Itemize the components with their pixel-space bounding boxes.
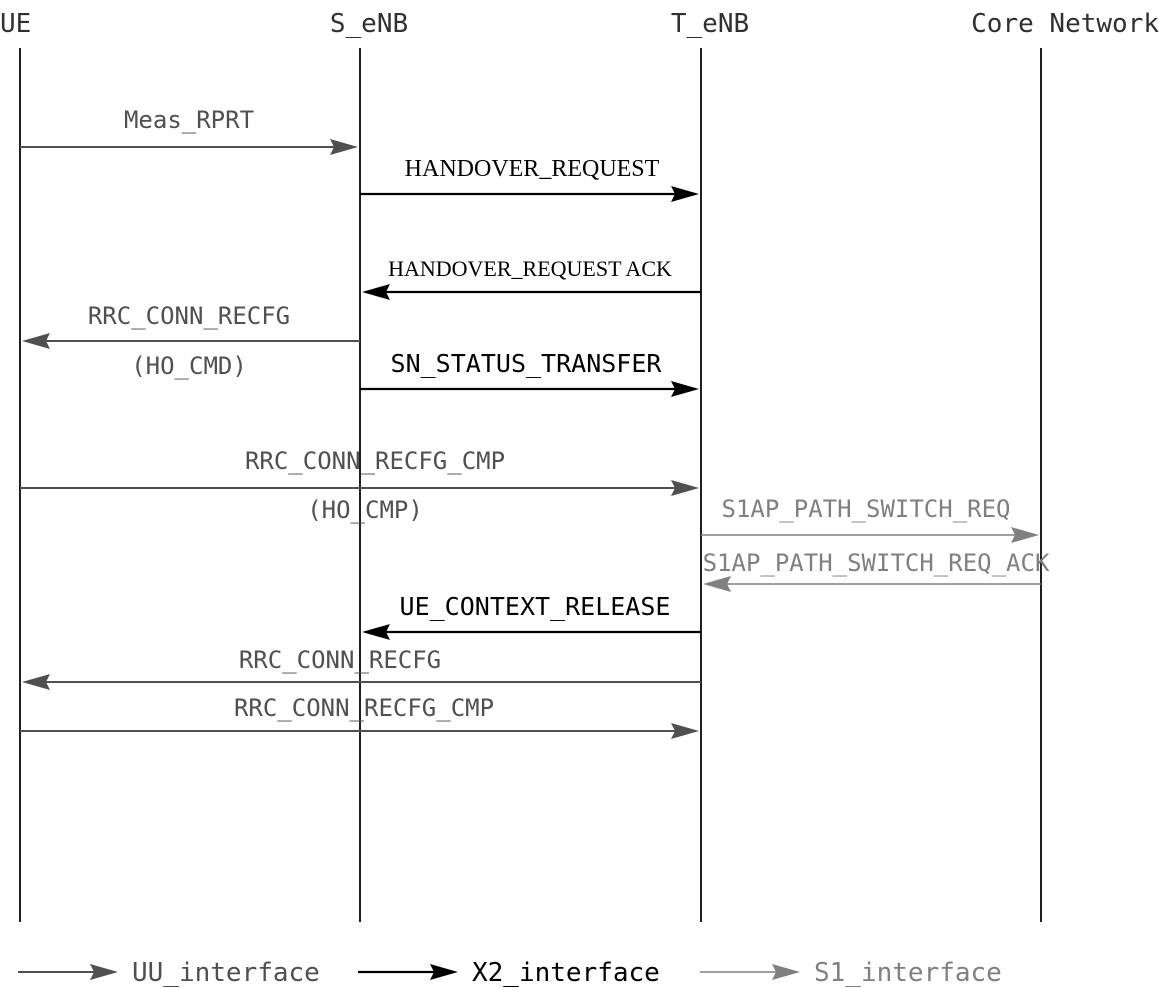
entity-headers: UE S_eNB T_eNB Core Network: [0, 9, 1159, 39]
message-s1ap-path-switch-req: S1AP_PATH_SWITCH_REQ: [701, 495, 1039, 543]
arrowhead-icon: [671, 381, 699, 397]
arrowhead-icon: [671, 186, 699, 202]
message-label: HANDOVER_REQUEST ACK: [388, 256, 672, 281]
arrowhead-icon: [362, 284, 390, 300]
message-label: RRC_CONN_RECFG: [88, 302, 290, 330]
message-label: RRC_CONN_RECFG_CMP: [234, 694, 494, 722]
arrowhead-icon: [703, 576, 731, 592]
message-rrc-conn-recfg-cmp: RRC_CONN_RECFG_CMP: [20, 694, 699, 739]
legend-item-s1: S1_interface: [700, 958, 1002, 988]
arrowhead-icon: [671, 723, 699, 739]
arrowhead-icon: [430, 964, 458, 980]
message-rrc-conn-recfg: RRC_CONN_RECFG: [22, 646, 701, 690]
message-label: HANDOVER_REQUEST: [405, 156, 660, 182]
legend-item-uu: UU_interface: [18, 958, 320, 988]
legend-label: S1_interface: [814, 958, 1002, 988]
arrowhead-icon: [22, 674, 50, 690]
arrowhead-icon: [90, 964, 118, 980]
message-label: RRC_CONN_RECFG_CMP: [245, 447, 505, 475]
message-rrc-conn-recfg: RRC_CONN_RECFG (HO_CMD): [22, 302, 360, 380]
legend-label: X2_interface: [472, 958, 660, 988]
message-handover-request: HANDOVER_REQUEST: [360, 156, 699, 202]
arrowhead-icon: [671, 480, 699, 496]
legend: UU_interface X2_interface S1_interface: [18, 958, 1002, 988]
message-rrc-conn-recfg-cmp: RRC_CONN_RECFG_CMP (HO_CMP): [20, 447, 699, 524]
arrowhead-icon: [22, 333, 50, 349]
legend-label: UU_interface: [132, 958, 320, 988]
arrowhead-icon: [362, 624, 390, 640]
message-label: RRC_CONN_RECFG: [239, 646, 441, 674]
message-sublabel: (HO_CMD): [131, 352, 247, 380]
message-meas-rprt: Meas_RPRT: [20, 106, 358, 155]
message-s1ap-path-switch-req-ack: S1AP_PATH_SWITCH_REQ_ACK: [703, 549, 1050, 592]
arrowhead-icon: [772, 964, 800, 980]
entity-label-s-enb: S_eNB: [330, 9, 408, 39]
message-sublabel: (HO_CMP): [307, 496, 423, 524]
message-label: S1AP_PATH_SWITCH_REQ: [722, 495, 1011, 523]
legend-item-x2: X2_interface: [358, 958, 660, 988]
message-label: S1AP_PATH_SWITCH_REQ_ACK: [703, 549, 1050, 577]
arrowhead-icon: [330, 139, 358, 155]
entity-label-core-network: Core Network: [971, 9, 1159, 39]
messages: Meas_RPRT HANDOVER_REQUEST HANDOVER_REQUES…: [20, 106, 1050, 739]
message-handover-request-ack: HANDOVER_REQUEST ACK: [362, 256, 701, 300]
message-label: Meas_RPRT: [124, 106, 254, 134]
message-label: UE_CONTEXT_RELEASE: [400, 592, 671, 621]
message-label: SN_STATUS_TRANSFER: [391, 349, 663, 378]
message-ue-context-release: UE_CONTEXT_RELEASE: [362, 592, 701, 640]
entity-label-ue: UE: [0, 9, 31, 39]
entity-label-t-enb: T_eNB: [671, 9, 749, 39]
message-sn-status-transfer: SN_STATUS_TRANSFER: [360, 349, 699, 397]
arrowhead-icon: [1011, 527, 1039, 543]
